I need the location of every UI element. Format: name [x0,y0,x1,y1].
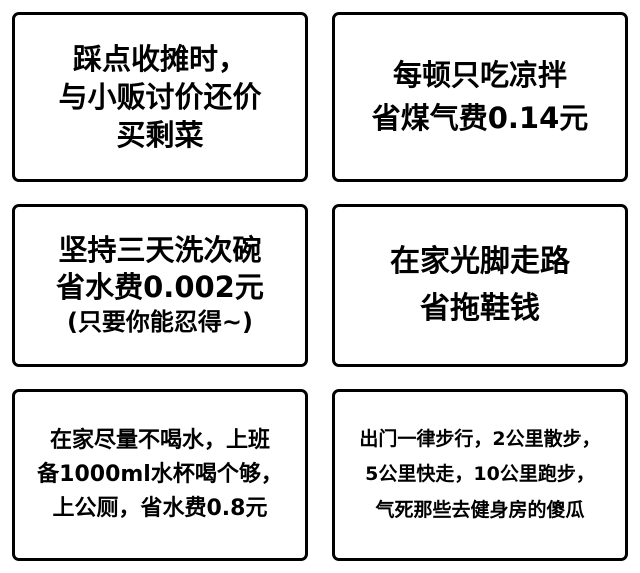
tip-panel-cold-dishes-gas: 每顿只吃凉拌 省煤气费0.14元 [332,12,628,182]
tip-panel-bargain-leftovers: 踩点收摊时， 与小贩讨价还价 买剩菜 [12,12,308,182]
tip-line: 气死那些去健身房的傻瓜 [375,498,585,521]
tip-line: 买剩菜 [116,118,204,153]
tip-line: 在家尽量不喝水，上班 [49,427,270,453]
tip-line-note: (只要你能忍得~) [66,307,254,336]
tip-line: 省煤气费0.14元 [371,101,589,135]
tip-line: 省拖鞋钱 [420,290,540,326]
tip-line: 省水费0.002元 [56,269,264,304]
tip-line: 5公里快走，10公里跑步， [365,463,595,486]
tip-line: 在家光脚走路 [390,244,570,279]
tip-panel-water-bottle: 在家尽量不喝水，上班 备1000ml水杯喝个够， 上公厕，省水费0.8元 [12,389,308,561]
tip-panel-barefoot: 在家光脚走路 省拖鞋钱 [332,204,628,367]
tip-panel-wash-dishes: 坚持三天洗次碗 省水费0.002元 (只要你能忍得~) [12,204,308,367]
tip-line: 坚持三天洗次碗 [58,232,262,267]
tip-line: 每顿只吃凉拌 [392,57,567,92]
tip-line: 上公厕，省水费0.8元 [52,496,268,522]
tip-line: 踩点收摊时， [72,41,247,76]
tip-panel-walking: 出门一律步行，2公里散步， 5公里快走，10公里跑步， 气死那些去健身房的傻瓜 [332,389,628,561]
tip-line: 出门一律步行，2公里散步， [359,428,601,451]
tip-line: 备1000ml水杯喝个够， [37,461,283,487]
tip-line: 与小贩讨价还价 [58,79,262,114]
